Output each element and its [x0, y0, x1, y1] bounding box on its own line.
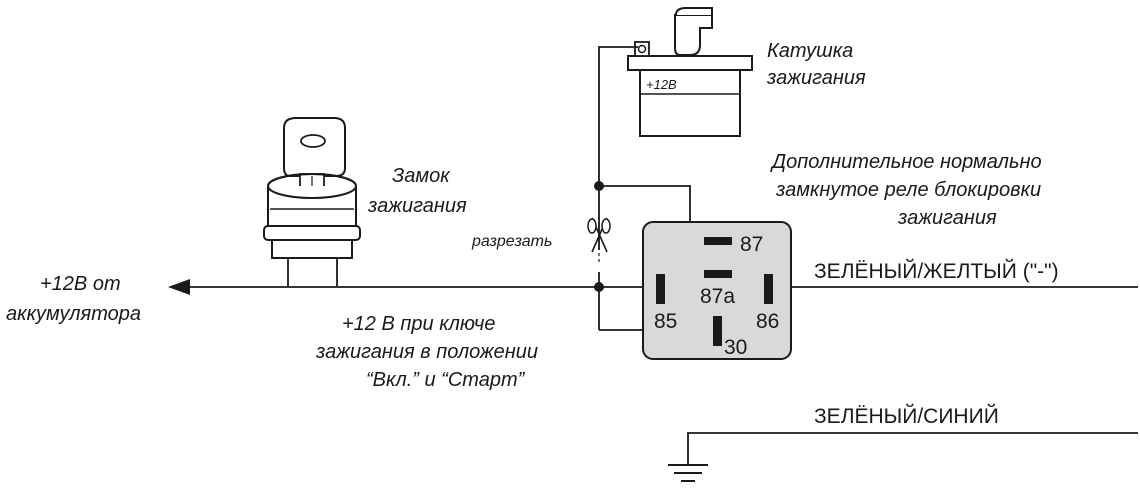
relay-title-line3: зажигания — [897, 207, 997, 229]
key-label-line3: “Вкл.” и “Старт” — [366, 369, 526, 391]
relay-title-line2: замкнутое реле блокировки — [775, 179, 1041, 201]
cut-label: разрезать — [471, 233, 552, 250]
junction-dot — [594, 282, 604, 292]
key-label-line2: зажигания в положении — [315, 341, 538, 363]
wire-green-blue-label: ЗЕЛЁНЫЙ/СИНИЙ — [814, 404, 999, 428]
key-label-line1: +12 В при ключе — [342, 313, 496, 335]
coil-title-line2: зажигания — [766, 67, 866, 89]
relay-title-line1: Дополнительное нормально — [770, 151, 1042, 173]
coil-title-line1: Катушка — [767, 40, 853, 62]
pin-87a-label: 87a — [700, 285, 735, 308]
pin-30-label: 30 — [724, 336, 747, 359]
junction-dot — [594, 181, 604, 191]
lock-title-line2: зажигания — [367, 195, 467, 217]
lock-title-line1: Замок — [392, 165, 451, 187]
battery-label-line2: аккумулятора — [6, 303, 141, 325]
pin-87-label: 87 — [740, 233, 763, 256]
coil-plus-label: +12В — [646, 77, 677, 92]
ground-icon — [668, 464, 708, 482]
pin-86-label: 86 — [756, 310, 779, 333]
battery-label-line1: +12В от — [40, 273, 121, 295]
wire-green-yellow-label: ЗЕЛЁНЫЙ/ЖЕЛТЫЙ ("-") — [814, 259, 1059, 283]
relay-box — [642, 221, 792, 360]
ignition-coil-icon — [627, 7, 753, 137]
scissors-icon — [587, 205, 611, 265]
pin-85-label: 85 — [654, 310, 677, 333]
ignition-lock-icon — [263, 117, 361, 286]
arrow-left-icon — [168, 279, 190, 295]
